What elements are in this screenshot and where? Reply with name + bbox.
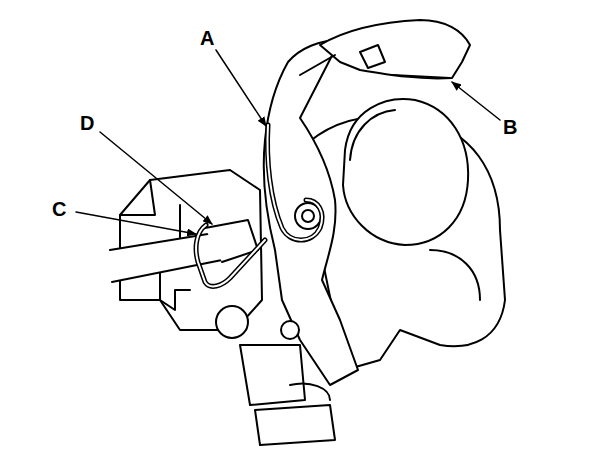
callout-letter: D [80,112,94,134]
leader-line [100,132,212,224]
callout-letter: B [503,116,517,138]
leader-line [452,82,500,120]
callout-letter: A [200,27,214,49]
callout-letter: C [52,198,66,220]
leader-line [216,50,266,126]
leader-line [76,212,196,234]
